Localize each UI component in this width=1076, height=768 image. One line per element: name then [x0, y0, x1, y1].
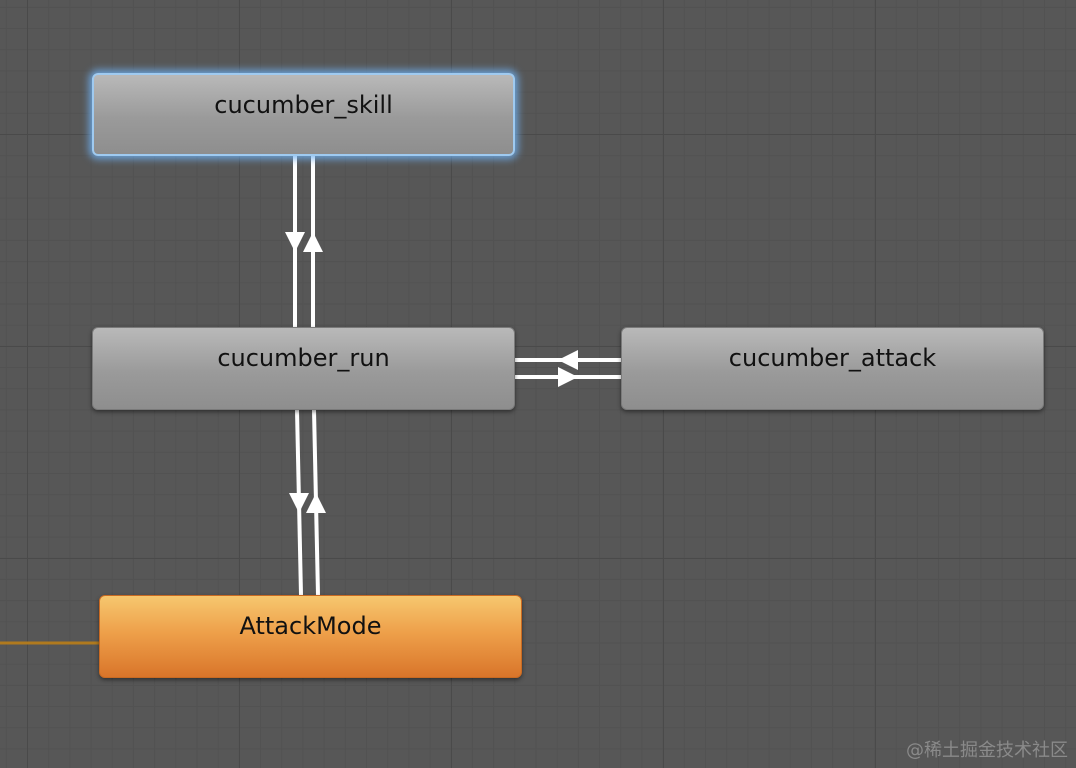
state-label: cucumber_run [217, 344, 390, 372]
state-node-cucumber-attack[interactable]: cucumber_attack [621, 327, 1044, 410]
arrow-up-icon [306, 493, 326, 513]
state-node-cucumber-run[interactable]: cucumber_run [92, 327, 515, 410]
state-label: cucumber_attack [728, 344, 937, 372]
arrow-right-icon [558, 367, 578, 387]
transition-run-to-attack[interactable] [515, 367, 621, 387]
state-node-cucumber-skill[interactable]: cucumber_skill [92, 73, 515, 156]
transition-attack-to-run[interactable] [515, 350, 621, 370]
arrow-down-icon [289, 493, 309, 513]
watermark: @稀土掘金技术社区 [906, 740, 1068, 761]
state-label: AttackMode [239, 612, 382, 640]
transition-run-to-skill[interactable] [303, 156, 323, 327]
state-label: cucumber_skill [214, 91, 393, 119]
transition-skill-to-run[interactable] [285, 156, 305, 327]
transition-run-to-attackmode[interactable] [289, 409, 309, 596]
transition-attackmode-to-run[interactable] [306, 409, 326, 596]
state-node-attackmode[interactable]: AttackMode [99, 595, 522, 678]
arrow-down-icon [285, 232, 305, 252]
arrow-left-icon [558, 350, 578, 370]
arrow-up-icon [303, 232, 323, 252]
